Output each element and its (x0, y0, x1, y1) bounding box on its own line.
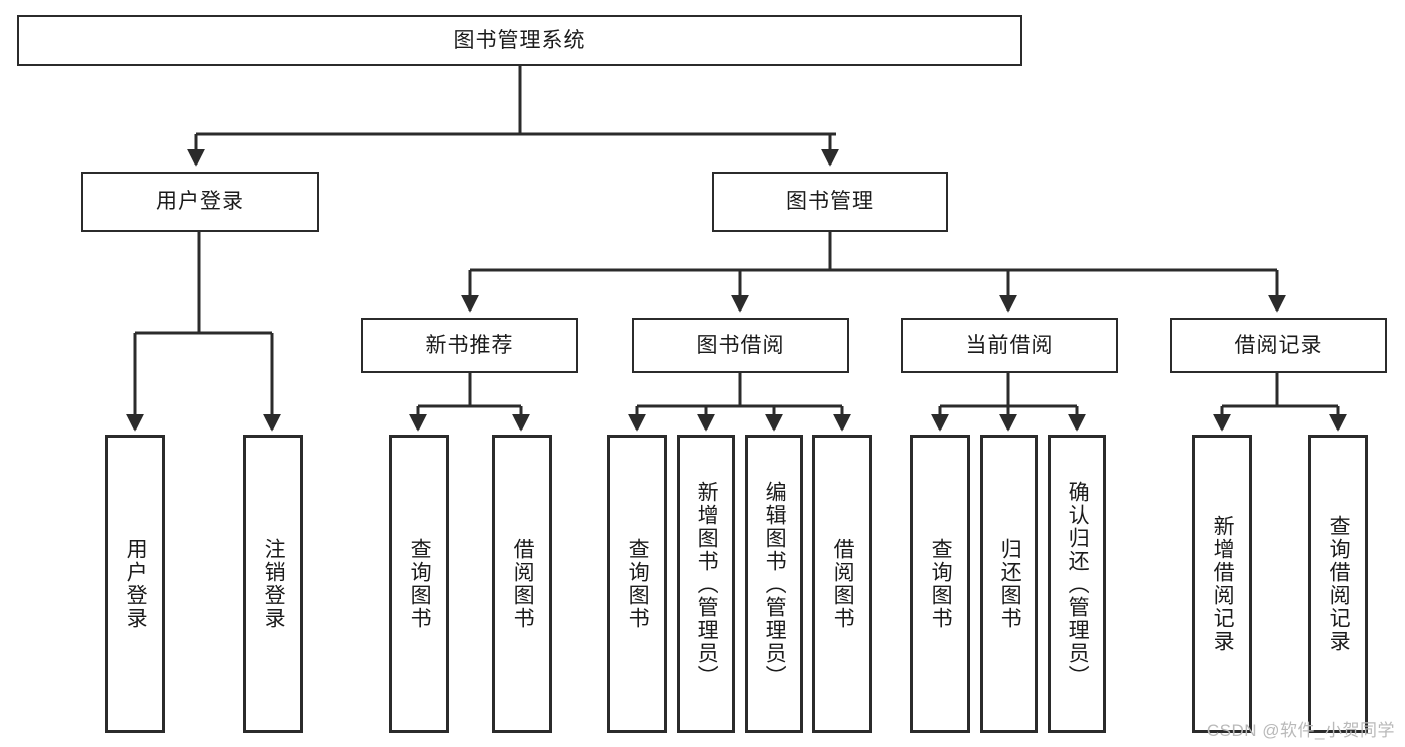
node-label: 借阅图书 (511, 538, 535, 630)
node-label: 查询借阅记录 (1327, 515, 1351, 653)
node-label: 借阅图书 (831, 538, 855, 630)
node-label: 图书管理系统 (453, 28, 586, 52)
node-label: 查询图书 (929, 538, 953, 630)
node-book-borrow[interactable]: 图书借阅 (632, 318, 849, 373)
edge-bookmgmt-to-level3 (461, 270, 1286, 313)
edge-currentborrow-bus (940, 373, 1077, 408)
node-label: 注销登录 (262, 538, 286, 630)
node-borrow-record[interactable]: 借阅记录 (1170, 318, 1387, 373)
leaf-query-book-newbook[interactable]: 查询图书 (389, 435, 449, 733)
edge-borrowrecord-to-leaves (1213, 406, 1347, 432)
node-user-login[interactable]: 用户登录 (81, 172, 319, 232)
node-root-book-management-system[interactable]: 图书管理系统 (17, 15, 1022, 66)
leaf-add-book-admin[interactable]: 新增图书（管理员） (677, 435, 735, 733)
leaf-query-book-current[interactable]: 查询图书 (910, 435, 970, 733)
node-label: 借阅记录 (1234, 333, 1323, 357)
edge-currentborrow-to-leaves (931, 406, 1086, 432)
edge-bookborrow-to-leaves (628, 406, 851, 432)
node-label: 新增借阅记录 (1211, 515, 1235, 653)
leaf-borrow-book[interactable]: 借阅图书 (812, 435, 872, 733)
edge-userlogin-to-leaves (126, 333, 281, 432)
node-label: 图书管理 (786, 190, 874, 214)
leaf-confirm-return-admin[interactable]: 确认归还（管理员） (1048, 435, 1106, 733)
edge-bookmgmt-bus (470, 232, 1277, 272)
node-label: 编辑图书（管理员） (763, 480, 787, 688)
edge-userlogin-bus (135, 232, 272, 335)
node-new-book-recommend[interactable]: 新书推荐 (361, 318, 578, 373)
edge-borrowrecord-bus (1222, 373, 1338, 408)
leaf-edit-book-admin[interactable]: 编辑图书（管理员） (745, 435, 803, 733)
leaf-return-book[interactable]: 归还图书 (980, 435, 1038, 733)
edge-root-bus (196, 66, 836, 136)
node-current-borrow[interactable]: 当前借阅 (901, 318, 1118, 373)
node-label: 图书借阅 (696, 333, 785, 357)
leaf-query-borrow-record[interactable]: 查询借阅记录 (1308, 435, 1368, 733)
node-label: 确认归还（管理员） (1066, 480, 1090, 688)
node-label: 新书推荐 (425, 333, 514, 357)
watermark-text: CSDN @软件_小贺同学 (1206, 721, 1395, 740)
node-label: 查询图书 (626, 538, 650, 630)
node-label: 归还图书 (998, 538, 1022, 630)
leaf-user-login[interactable]: 用户登录 (105, 435, 165, 733)
leaf-query-book-borrow[interactable]: 查询图书 (607, 435, 667, 733)
node-book-management[interactable]: 图书管理 (712, 172, 948, 232)
node-label: 查询图书 (408, 538, 432, 630)
edge-root-to-level2 (187, 134, 839, 167)
node-label: 新增图书（管理员） (695, 480, 719, 688)
leaf-add-borrow-record[interactable]: 新增借阅记录 (1192, 435, 1252, 733)
leaf-logout[interactable]: 注销登录 (243, 435, 303, 733)
node-label: 用户登录 (156, 190, 244, 214)
leaf-borrow-book-newbook[interactable]: 借阅图书 (492, 435, 552, 733)
edge-newbook-to-leaves (409, 406, 530, 432)
node-label: 用户登录 (124, 538, 148, 630)
edge-bookborrow-bus (637, 373, 842, 408)
edge-newbook-bus (418, 373, 521, 408)
node-label: 当前借阅 (965, 333, 1054, 357)
